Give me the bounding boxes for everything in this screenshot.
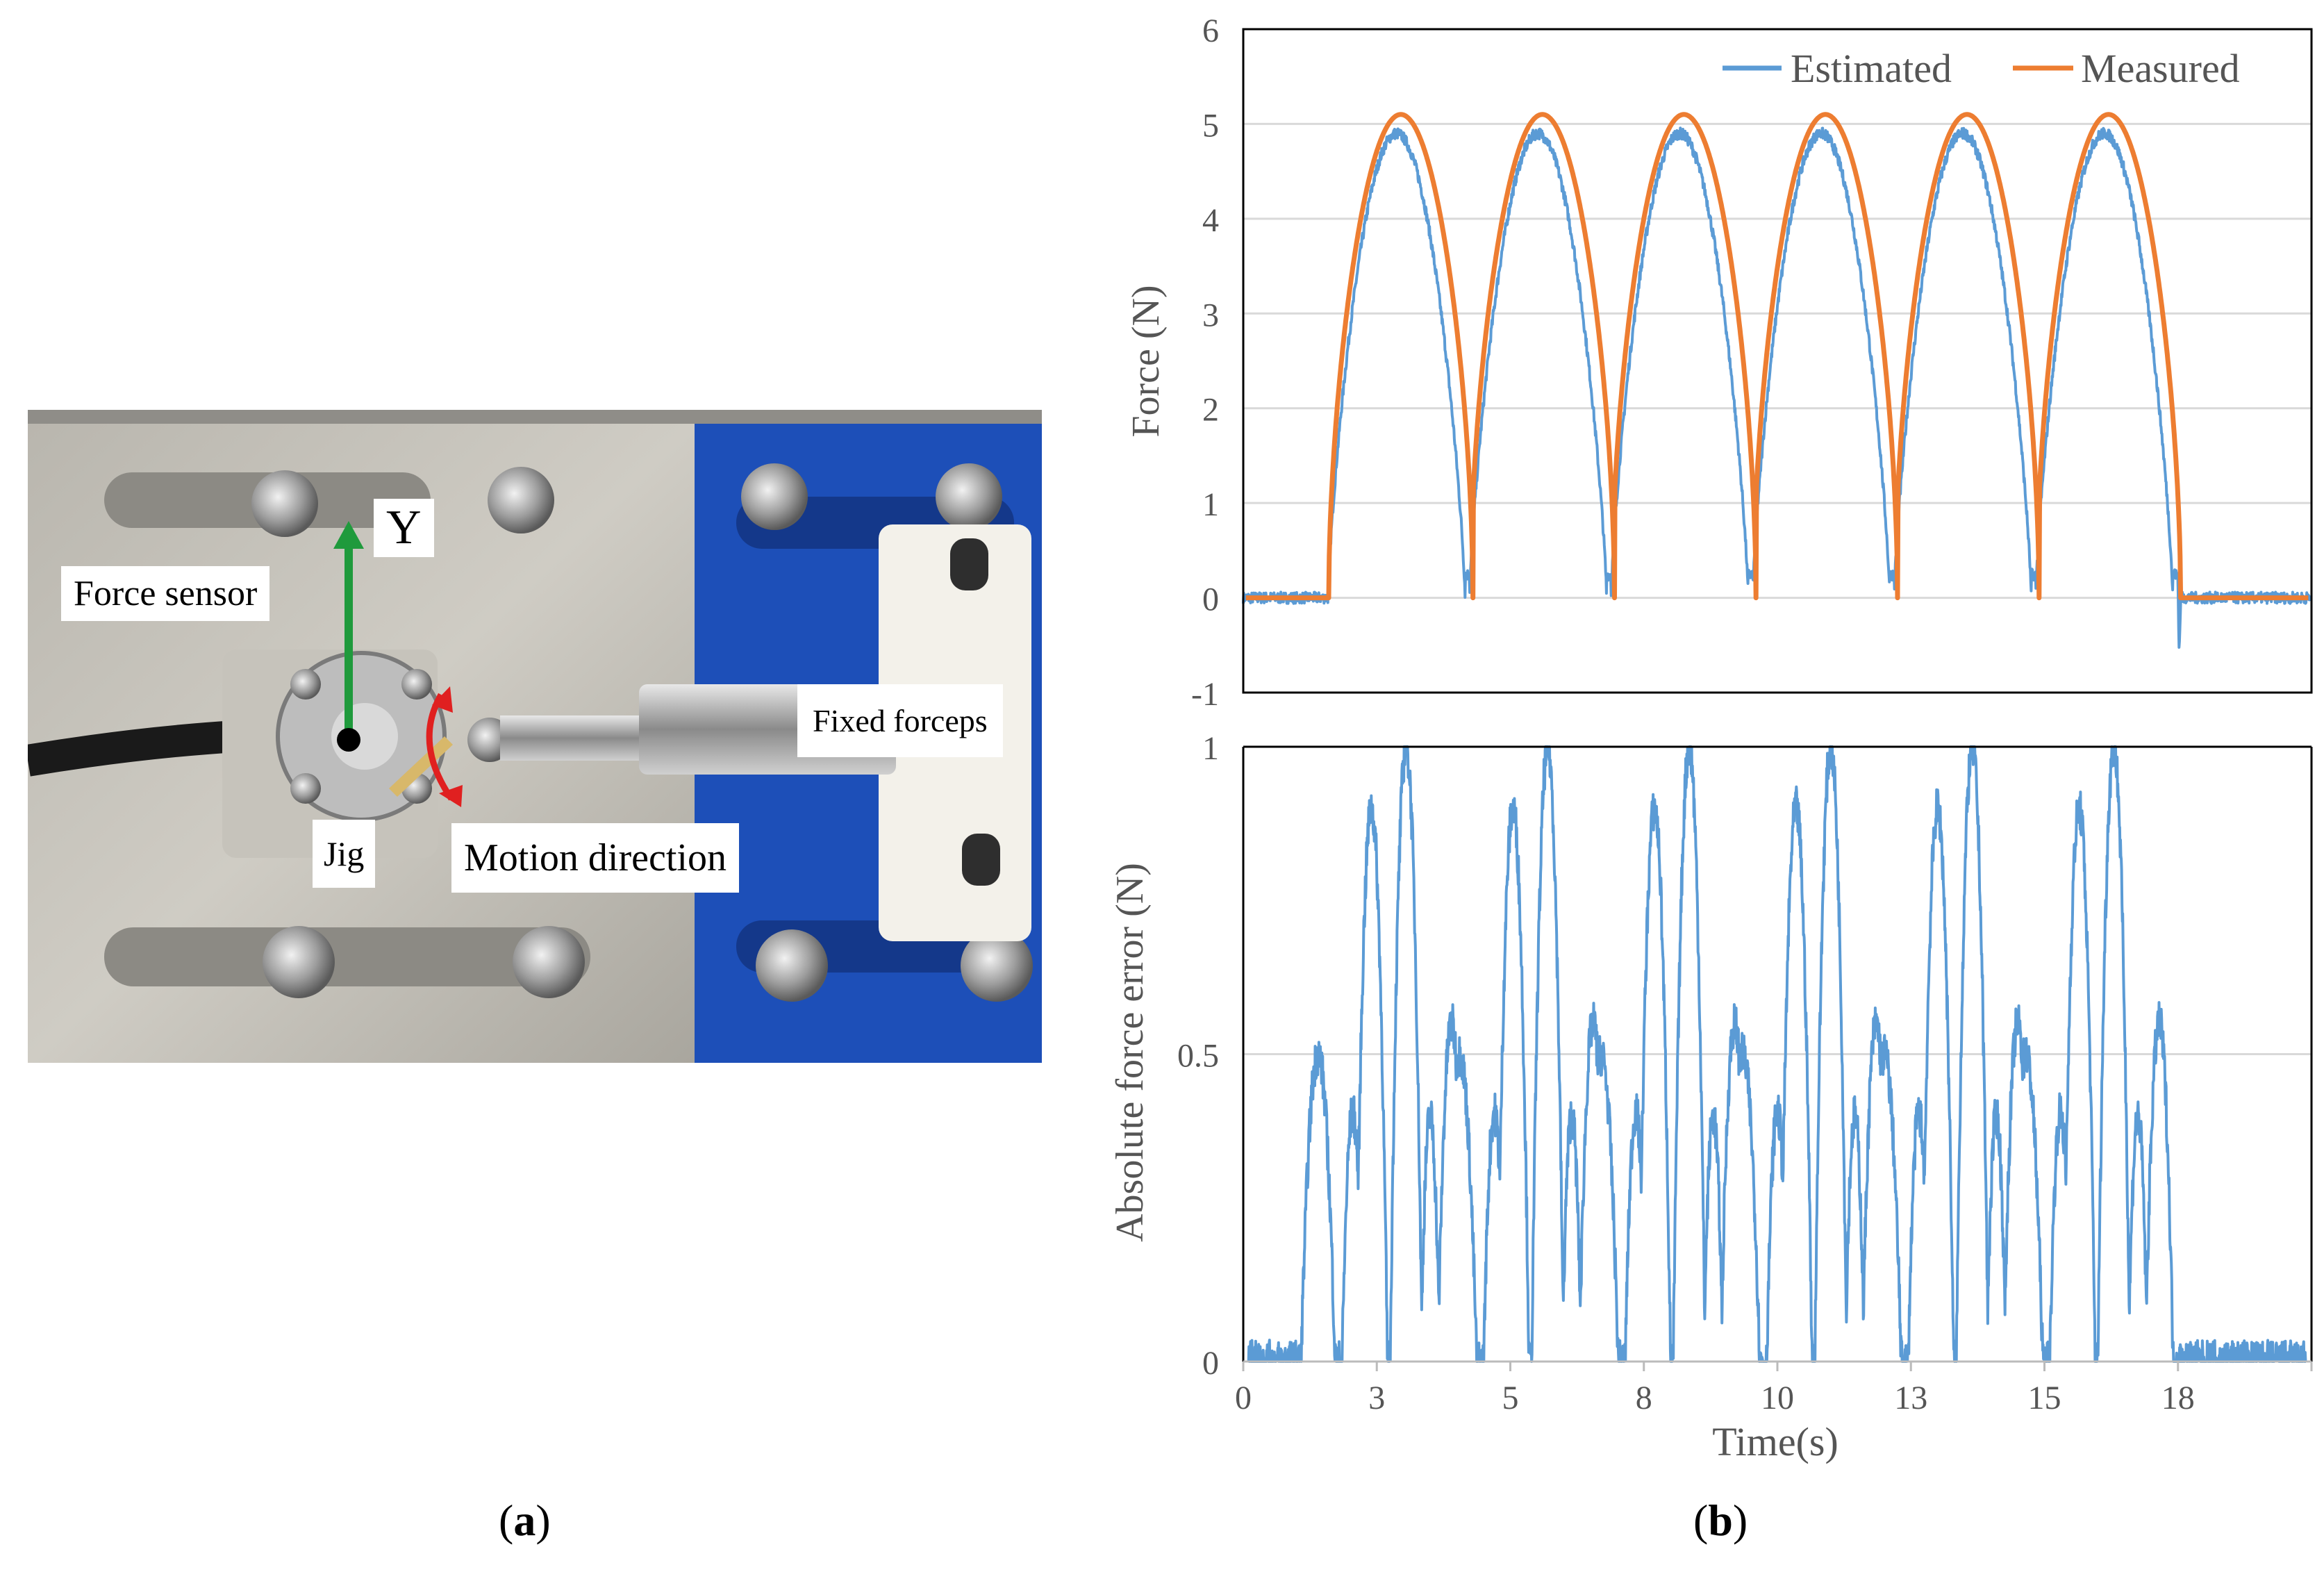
measured-series bbox=[1244, 112, 2311, 601]
motion-arrowhead-down bbox=[439, 785, 463, 807]
force-chart: -1 0 1 2 3 4 5 6 Force (N) Estimated Measured bbox=[1124, 13, 2313, 713]
force-chart-legend: Estimated Measured bbox=[1723, 46, 2240, 91]
panel-a-caption: (a) bbox=[499, 1496, 551, 1545]
bolt-icon bbox=[513, 926, 585, 998]
y-tick-label: 4 bbox=[1202, 202, 1219, 239]
motion-direction-label: Motion direction bbox=[451, 823, 739, 893]
error-series bbox=[1247, 745, 2307, 1363]
bolt-icon bbox=[290, 669, 321, 700]
forceps-jaw bbox=[500, 715, 653, 761]
y-tick-label: 3 bbox=[1202, 297, 1219, 333]
x-tick-label: 3 bbox=[1368, 1380, 1385, 1416]
motion-arrowhead-up bbox=[432, 686, 453, 713]
x-tick-label: 15 bbox=[2028, 1380, 2061, 1416]
force-chart-ylabel: Force (N) bbox=[1124, 285, 1168, 437]
y-axis-arrowhead bbox=[333, 521, 364, 549]
error-chart-ylabel: Absolute force error (N) bbox=[1109, 863, 1152, 1242]
bolt-icon bbox=[401, 669, 432, 700]
y-tick-label: 6 bbox=[1202, 13, 1219, 49]
y-axis-label: Y bbox=[374, 499, 434, 557]
y-tick-label: 2 bbox=[1202, 392, 1219, 429]
estimated-series bbox=[1242, 126, 2312, 649]
legend-measured-label: Measured bbox=[2081, 46, 2240, 91]
panel-b-caption: (b) bbox=[1693, 1496, 1748, 1545]
jig-tip bbox=[389, 736, 453, 797]
y-tick-label: 0.5 bbox=[1177, 1038, 1219, 1075]
y-tick-label: 1 bbox=[1202, 730, 1219, 767]
error-chart-y-ticks: 00.51 bbox=[1177, 730, 1219, 1382]
bolt-icon bbox=[756, 929, 828, 1002]
rig-photo: Force sensor Y Fixed forceps Jig Motion … bbox=[28, 410, 1042, 1063]
x-tick-label: 0 bbox=[1235, 1380, 1252, 1416]
error-chart-xlabel: Time(s) bbox=[1712, 1419, 1839, 1464]
bolt-icon bbox=[290, 773, 321, 804]
y-tick-label: 1 bbox=[1202, 486, 1219, 523]
jig-label: Jig bbox=[313, 820, 376, 888]
sensor-cable bbox=[28, 720, 238, 777]
measured-line bbox=[1244, 112, 2311, 601]
legend-estimated-label: Estimated bbox=[1791, 46, 1952, 91]
x-tick-label: 8 bbox=[1636, 1380, 1652, 1416]
y-tick-label: 0 bbox=[1202, 1345, 1219, 1382]
slot-bottom bbox=[104, 927, 590, 986]
force-chart-frame bbox=[1242, 28, 2313, 694]
clamp-knob-bottom bbox=[962, 834, 1000, 886]
force-chart-grid bbox=[1243, 122, 2311, 599]
x-tick-label: 5 bbox=[1502, 1380, 1519, 1416]
estimated-line bbox=[1242, 126, 2312, 649]
force-sensor-label: Force sensor bbox=[61, 566, 270, 621]
y-tick-label: 0 bbox=[1202, 581, 1219, 618]
x-tick-label: 10 bbox=[1761, 1380, 1794, 1416]
y-tick-label: 5 bbox=[1202, 107, 1219, 144]
y-tick-label: -1 bbox=[1191, 676, 1219, 713]
x-tick-label: 18 bbox=[2161, 1380, 2195, 1416]
error-line bbox=[1247, 745, 2307, 1363]
origin-dot bbox=[337, 728, 360, 752]
error-chart-x-ticks: 0 3 5 8 10 13 15 18 bbox=[1235, 1362, 2313, 1416]
clamp-knob-top bbox=[950, 538, 988, 590]
bolt-icon bbox=[251, 470, 318, 537]
x-tick-label: 13 bbox=[1894, 1380, 1927, 1416]
bolt-icon bbox=[741, 463, 808, 530]
bolt-icon bbox=[263, 926, 335, 998]
force-chart-y-ticks: -1 0 1 2 3 4 5 6 bbox=[1191, 13, 1219, 713]
bolt-icon bbox=[488, 467, 554, 533]
fixed-forceps-label: Fixed forceps bbox=[797, 684, 1003, 757]
bolt-icon bbox=[961, 929, 1033, 1002]
bolt-icon bbox=[936, 463, 1002, 530]
